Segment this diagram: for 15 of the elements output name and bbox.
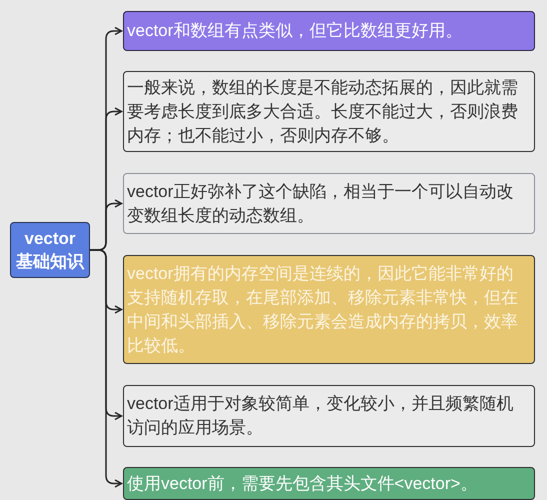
subtopic-text: 使用vector前，需要先包含其头文件<vector>。 <box>127 472 478 494</box>
subtopic-box <box>123 71 535 152</box>
connector-arrow <box>90 249 122 488</box>
subtopic-text: 一般来说，数组的长度是不能动态拓展的，因此就需要考虑长度到底多大合适。长度不能过大，否则浪费内存；也不能过小，否则内存不够。 <box>127 76 519 146</box>
subtopic-box <box>123 173 535 234</box>
subtopic-box <box>123 11 535 51</box>
subtopic-box <box>123 385 535 447</box>
central-topic-text: vector 基础知识 <box>15 228 86 273</box>
subtopic-text: vector适用于对象较简单，变化较小，并且频繁随机访问的应用场景。 <box>127 393 514 439</box>
central-topic-box <box>10 222 90 278</box>
subtopic-text: vector正好弥补了这个缺陷，相当于一个可以自动改变数组长度的动态数组。 <box>127 180 514 226</box>
subtopic-text: vector拥有的内存空间是连续的，因此它能非常好的支持随机存取，在尾部添加、移除元素非常快，但在中间和头部插入、移除元素会造成内存的拷贝，效率比较低。 <box>127 262 519 356</box>
subtopic-text: vector和数组有点类似，但它比数组更好用。 <box>127 20 464 42</box>
subtopic-box <box>123 255 535 364</box>
subtopic-box <box>123 467 535 500</box>
